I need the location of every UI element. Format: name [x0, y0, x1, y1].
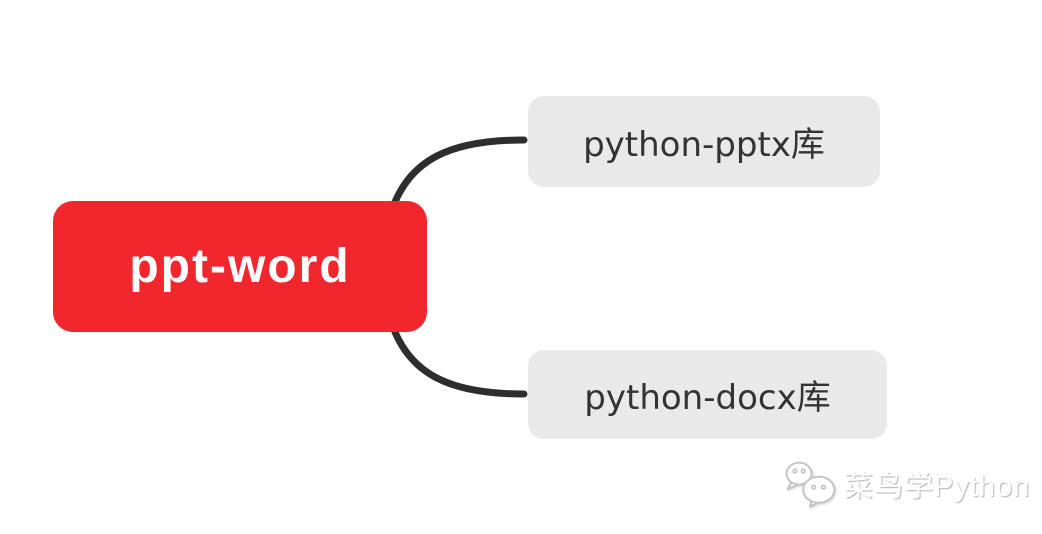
child-node-python-docx-label: python-docx库 — [584, 378, 831, 418]
child-node-python-pptx[interactable]: python-pptx库 — [528, 96, 880, 187]
root-node-label: ppt-word — [129, 240, 351, 293]
watermark: 菜鸟学Python — [784, 460, 1030, 508]
child-node-python-docx[interactable]: python-docx库 — [528, 350, 887, 439]
wechat-icon — [785, 461, 836, 508]
watermark-text: 菜鸟学Python — [844, 471, 1031, 503]
child-node-python-pptx-label: python-pptx库 — [583, 125, 825, 165]
root-node[interactable]: ppt-word — [53, 201, 427, 332]
